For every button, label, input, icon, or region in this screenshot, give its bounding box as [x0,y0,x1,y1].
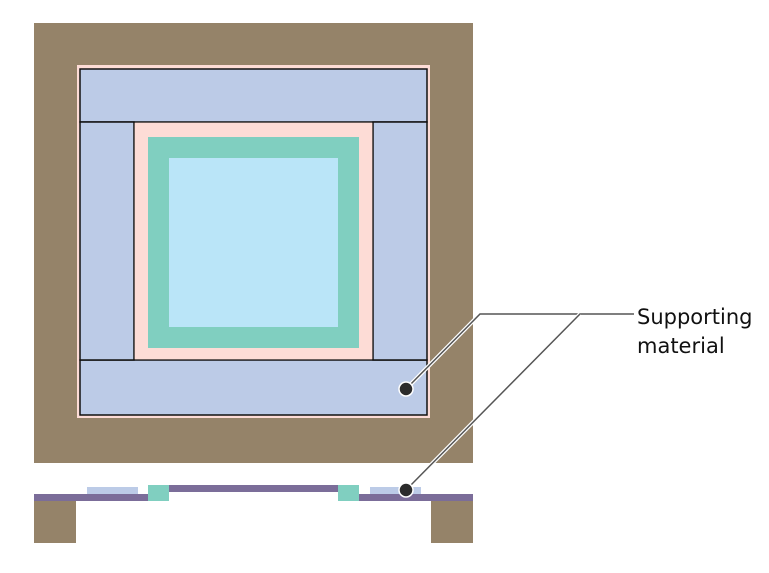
support-leg-right [431,501,473,543]
blue-frame-bottom [79,359,428,416]
membrane-gap [169,492,338,501]
blue-frame-left [79,121,135,361]
leader-lines [398,312,634,498]
pad-left [87,487,138,494]
label-line-1: Supporting [637,305,753,329]
teal-block-right [338,485,359,501]
inner-window [169,158,338,327]
label-line-2: material [637,334,725,358]
support-leg-left [34,501,76,543]
teal-block-left [148,485,169,501]
blue-frame-right [372,121,428,361]
leader-line-top [405,313,634,390]
blue-frame-top [79,68,428,123]
leader-line-bottom [405,313,581,491]
leader-dot-top [398,381,414,397]
supporting-material-label: Supporting material [637,303,753,361]
cross-section-view [34,485,473,543]
top-view [34,23,473,463]
membrane-raised [169,485,338,492]
leader-dot-bottom [398,482,414,498]
pad-right [370,487,421,494]
